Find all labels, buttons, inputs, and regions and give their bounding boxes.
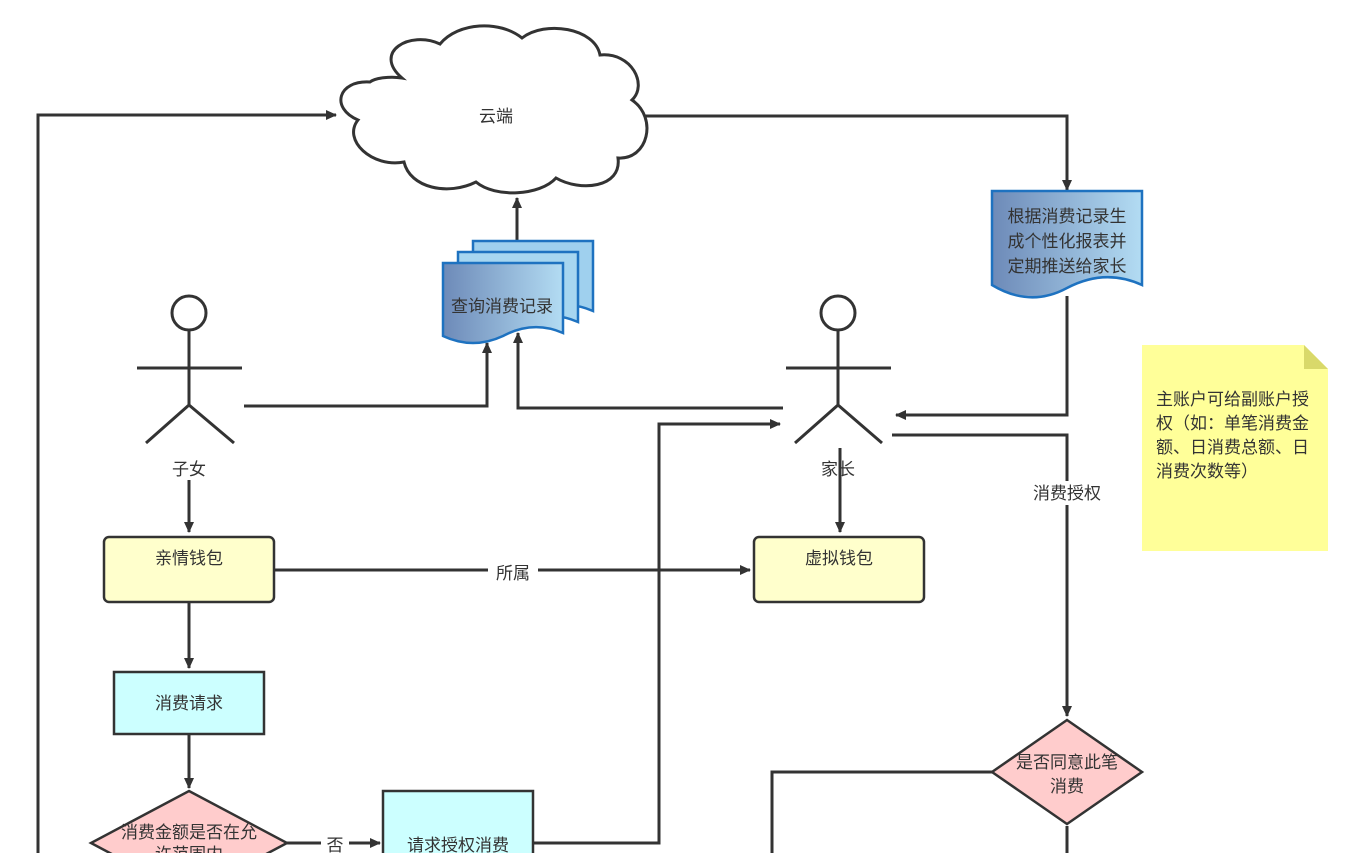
request-auth-label: 请求授权消费 xyxy=(407,836,509,853)
query-records-node[interactable]: 查询消费记录 xyxy=(441,239,595,345)
no-edge-label: 否 xyxy=(327,836,344,853)
cloud-node[interactable]: 云端 xyxy=(339,24,649,195)
note-shape xyxy=(1142,345,1328,551)
consume-request-node[interactable]: 消费请求 xyxy=(112,670,266,736)
edge-agree-left xyxy=(770,770,993,853)
note-text: 主账户可给副账户授权（如：单笔消费金额、日消费总额、日消费次数等） xyxy=(1156,390,1309,482)
report-doc-node[interactable]: 根据消费记录生 成个性化报表并 定期推送给家长 xyxy=(990,189,1144,299)
family-wallet-node[interactable]: 亲情钱包 xyxy=(102,535,276,604)
belongs-edge-label: 所属 xyxy=(496,564,530,584)
amount-check-line-1: 消费金额是否在允 xyxy=(121,823,257,843)
edge-cloud-to-report xyxy=(636,114,1072,191)
edge-auth-to-parent xyxy=(533,419,781,845)
consume-request-label: 消费请求 xyxy=(155,694,223,714)
agree-check-line-1: 是否同意此笔 xyxy=(1016,753,1118,773)
edge-to-cloud-left xyxy=(36,110,337,853)
agree-check-line-2: 消费 xyxy=(1050,777,1084,797)
connectors xyxy=(36,110,1072,853)
amount-check-node[interactable]: 消费金额是否在允 许范围内 xyxy=(88,789,290,853)
child-actor-label: 子女 xyxy=(172,460,206,480)
query-records-label: 查询消费记录 xyxy=(451,297,553,317)
parent-actor[interactable] xyxy=(786,294,891,445)
no-label-bg xyxy=(321,833,349,853)
report-doc-line-1: 根据消费记录生 xyxy=(1008,207,1127,227)
virtual-wallet-node[interactable]: 虚拟钱包 xyxy=(752,535,926,604)
report-doc-line-3: 定期推送给家长 xyxy=(1008,257,1127,277)
edge-consume-auth xyxy=(892,433,1072,717)
virtual-wallet-label: 虚拟钱包 xyxy=(805,549,873,569)
cloud-label: 云端 xyxy=(479,107,513,127)
edge-child-to-query xyxy=(244,342,492,408)
request-auth-node[interactable]: 请求授权消费 xyxy=(381,789,535,853)
parent-actor-label: 家长 xyxy=(821,460,855,480)
family-wallet-label: 亲情钱包 xyxy=(155,549,223,569)
belongs-label-bg xyxy=(488,560,538,582)
consume-auth-label-bg xyxy=(1025,481,1109,505)
report-doc-line-2: 成个性化报表并 xyxy=(1008,232,1127,252)
edge-report-to-parent xyxy=(895,296,1069,420)
amount-check-line-2: 许范围内 xyxy=(155,845,223,853)
child-actor[interactable] xyxy=(137,294,242,445)
consume-auth-edge-label: 消费授权 xyxy=(1033,484,1101,504)
agree-check-node[interactable]: 是否同意此笔 消费 xyxy=(989,718,1145,826)
edge-parent-to-query xyxy=(513,332,783,410)
